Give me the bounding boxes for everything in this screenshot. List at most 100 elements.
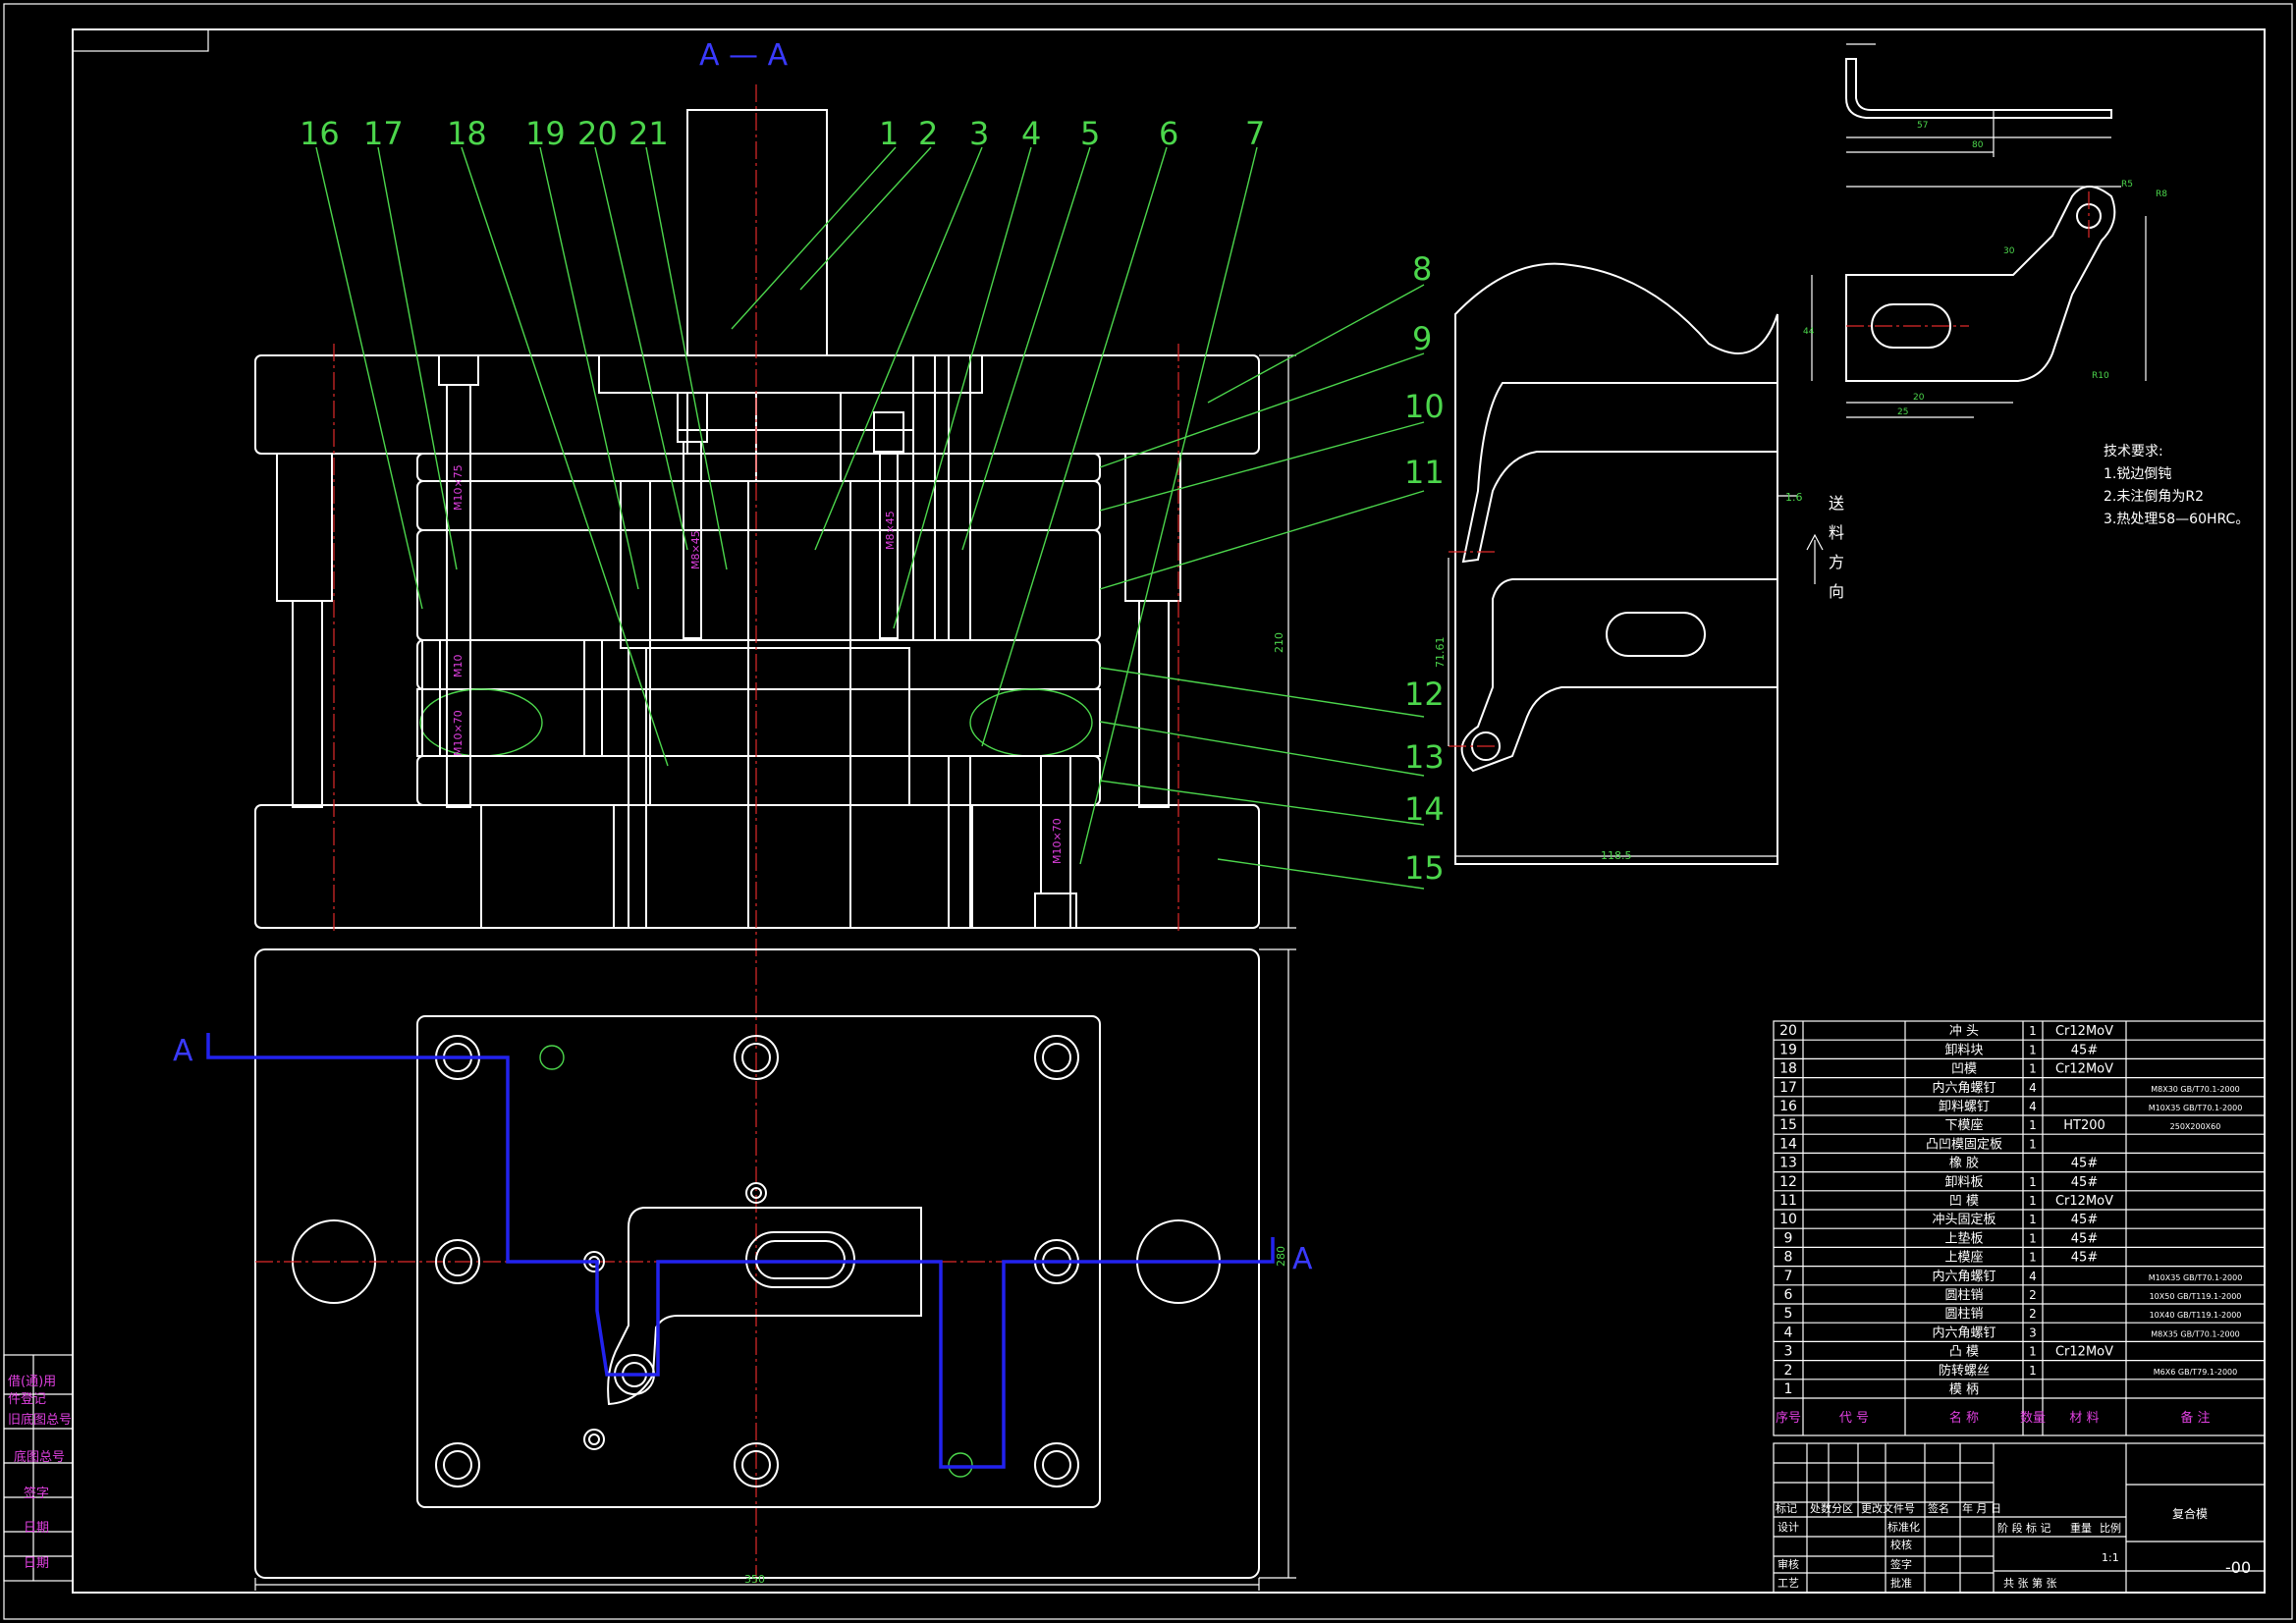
tb-check: 审核: [1777, 1557, 1799, 1571]
tb-scale: 1:1: [2102, 1551, 2119, 1564]
part-number-2: 2: [918, 115, 938, 152]
bom-cell-name: 上垫板: [1944, 1230, 1983, 1246]
bom-cell-note: 10X40 GB/T119.1-2000: [2150, 1311, 2242, 1320]
bom-cell-note: M10X35 GB/T70.1-2000: [2149, 1104, 2243, 1112]
part-number-14: 14: [1404, 790, 1445, 828]
part-dim-30: 30: [2003, 246, 2015, 256]
left-strip-label-0: 借(通)用: [8, 1375, 56, 1389]
plan-width-dimension: 350: [744, 1573, 765, 1586]
bom-cell-material: 45#: [2071, 1251, 2098, 1266]
bom-cell-qty: 2: [2029, 1307, 2037, 1321]
bom-cell-material: 45#: [2071, 1213, 2098, 1227]
part-number-7: 7: [1245, 115, 1265, 152]
part-number-8: 8: [1412, 250, 1432, 288]
bom-cell-material: HT200: [2063, 1118, 2105, 1133]
bom-cell-no: 3: [1784, 1344, 1793, 1360]
part-number-10: 10: [1404, 388, 1445, 425]
part-number-13: 13: [1404, 738, 1445, 776]
screw-label-5: M10×70: [1051, 818, 1064, 864]
part-number-1: 1: [879, 115, 899, 152]
tech-req-item-3: 3.热处理58—60HRC。: [2104, 512, 2249, 527]
bom-cell-qty: 1: [2029, 1137, 2037, 1151]
bom-cell-qty: 1: [2029, 1118, 2037, 1132]
part-dim-44: 44: [1803, 327, 1815, 337]
part-dim-r10: R10: [2092, 371, 2109, 381]
tech-req-item-1: 1.锐边倒钝: [2104, 466, 2171, 482]
tb-design: 设计: [1777, 1521, 1799, 1534]
feed-direction-1: 送: [1829, 494, 1844, 513]
bom-cell-name: 凹模: [1951, 1062, 1977, 1077]
tb-weight: 重量: [2070, 1521, 2092, 1535]
part-number-16: 16: [300, 115, 340, 152]
part-dim-r8: R8: [2156, 189, 2167, 199]
bom-cell-material: 45#: [2071, 1175, 2098, 1190]
tb-stage: 阶 段 标 记: [1997, 1521, 2051, 1535]
strip-pitch-dimension: 71.61: [1434, 637, 1447, 669]
bom-cell-no: 14: [1779, 1136, 1797, 1152]
bom-cell-note: M6X6 GB/T79.1-2000: [2154, 1368, 2237, 1377]
feed-direction-3: 方: [1829, 553, 1844, 571]
bom-cell-note: M8X30 GB/T70.1-2000: [2151, 1085, 2240, 1094]
bom-cell-qty: 1: [2029, 1194, 2037, 1208]
bom-cell-no: 5: [1784, 1306, 1793, 1322]
screw-label-4: M8×45: [884, 511, 897, 550]
part-number-6: 6: [1159, 115, 1178, 152]
bom-cell-name: 卸料螺钉: [1939, 1099, 1990, 1114]
screw-label-3: M8×45: [689, 530, 702, 569]
corner-tab: [72, 28, 209, 52]
bom-cell-no: 10: [1779, 1212, 1797, 1227]
strip-layout: [1448, 262, 1824, 865]
bom-header-name: 名 称: [1949, 1410, 1979, 1426]
feed-direction-4: 向: [1829, 582, 1844, 601]
section-view: [254, 109, 1296, 929]
tb-sheets: 共 张 第 张: [2003, 1576, 2057, 1590]
tb-sign: 签字: [1890, 1557, 1912, 1571]
bom-cell-name: 下模座: [1944, 1118, 1983, 1133]
left-strip-label-2: 旧底图总号: [8, 1412, 72, 1428]
bom-cell-name: 凸 模: [1949, 1345, 1979, 1360]
bom-cell-name: 卸料板: [1944, 1174, 1983, 1190]
bom-table-grid: [1773, 1020, 2266, 1436]
screw-label-0: M10×75: [452, 464, 465, 511]
bom-header-no: 序号: [1776, 1411, 1801, 1426]
part-number-3: 3: [969, 115, 989, 152]
bom-cell-material: Cr12MoV: [2055, 1345, 2113, 1360]
title-block: [1773, 1442, 2266, 1594]
bom-cell-no: 9: [1784, 1230, 1793, 1246]
bom-cell-qty: 1: [2029, 1251, 2037, 1265]
tb-signature: 签名: [1928, 1501, 1949, 1515]
left-strip-label-4: 签字: [24, 1486, 49, 1501]
bom-cell-no: 13: [1779, 1156, 1797, 1171]
part-drawing: [1811, 43, 2147, 418]
part-number-19: 19: [525, 115, 566, 152]
bom-cell-qty: 1: [2029, 1062, 2037, 1076]
inner-border: [72, 28, 2266, 1594]
bom-cell-no: 20: [1779, 1023, 1797, 1039]
tb-drawing-code: -00: [2225, 1558, 2251, 1577]
bom-cell-no: 2: [1784, 1363, 1793, 1379]
bom-cell-name: 橡 胶: [1949, 1156, 1979, 1171]
bom-cell-no: 17: [1779, 1080, 1797, 1096]
bom-header-qty: 数量: [2020, 1411, 2046, 1426]
left-strip-label-6: 日期: [24, 1556, 49, 1571]
bom-cell-name: 圆柱销: [1944, 1288, 1983, 1303]
bom-cell-note: M8X35 GB/T70.1-2000: [2151, 1329, 2240, 1338]
bom-cell-no: 8: [1784, 1250, 1793, 1266]
part-number-17: 17: [363, 115, 404, 152]
bom-cell-no: 1: [1784, 1381, 1793, 1397]
bom-cell-qty: 4: [2029, 1081, 2037, 1095]
tb-zone: 分区: [1831, 1502, 1853, 1515]
bom-cell-name: 内六角螺钉: [1932, 1325, 1995, 1340]
tb-drawing-name: 复合模: [2172, 1506, 2208, 1521]
bom-cell-qty: 1: [2029, 1364, 2037, 1378]
bom-cell-material: Cr12MoV: [2055, 1024, 2113, 1039]
bom-cell-no: 19: [1779, 1042, 1797, 1057]
bom-cell-name: 凸凹模固定板: [1926, 1137, 2002, 1152]
tb-standardize: 标准化: [1887, 1520, 1920, 1534]
bom-cell-note: M10X35 GB/T70.1-2000: [2149, 1273, 2243, 1282]
bom-cell-name: 上模座: [1944, 1251, 1983, 1266]
tb-count: 处数: [1810, 1502, 1831, 1515]
part-number-11: 11: [1404, 454, 1445, 491]
